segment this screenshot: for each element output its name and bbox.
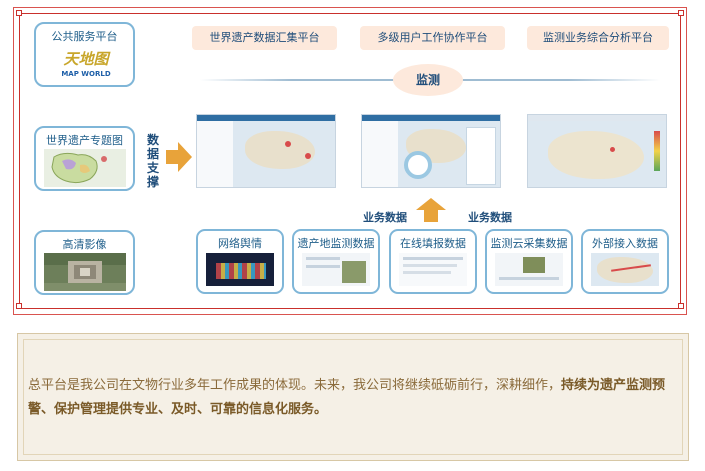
external-map-thumbnail — [591, 253, 659, 286]
analysis-screenshot — [527, 114, 667, 188]
outer-frame — [13, 7, 687, 315]
right-arrow-icon — [166, 142, 192, 172]
source-cloud-collection: 监测云采集数据 — [485, 229, 573, 294]
description-bold-text: 持续为遗产监测预警、保护管理提供专业、及时、可靠的信息化服务。 — [28, 378, 666, 417]
business-data-label-left: 业务数据 — [363, 211, 407, 224]
up-arrow-icon — [416, 198, 446, 222]
box-title: 世界遗产专题图 — [46, 134, 123, 147]
platform-heritage-data: 世界遗产数据汇集平台 — [192, 26, 337, 50]
tianditu-logo: 天地图 MAP WORLD — [56, 48, 116, 82]
description-normal-text: 总平台是我公司在文物行业多年工作成果的体现。未来，我公司将继续砥砺前行，深耕细作… — [28, 378, 562, 393]
box-title: 高清影像 — [62, 238, 107, 251]
heritage-thematic-map-box: 世界遗产专题图 — [34, 126, 135, 191]
thematic-map-thumbnail — [44, 149, 126, 187]
satellite-image-thumbnail — [44, 253, 126, 291]
online-form-thumbnail — [399, 253, 467, 286]
logo-cn-text: 天地图 — [63, 50, 109, 68]
collaboration-screenshot — [361, 114, 501, 188]
data-support-label: 数 据 支 撑 — [146, 133, 159, 189]
heritage-data-screenshot — [196, 114, 336, 188]
site-monitoring-thumbnail — [302, 253, 370, 286]
source-external-access: 外部接入数据 — [581, 229, 669, 294]
hd-imagery-box: 高清影像 — [34, 230, 135, 295]
frame-corner — [16, 303, 22, 309]
inner-frame — [19, 13, 681, 309]
business-data-label-right: 业务数据 — [468, 211, 512, 224]
source-site-monitoring: 遗产地监测数据 — [292, 229, 380, 294]
cloud-collection-thumbnail — [495, 253, 563, 286]
frame-corner — [678, 303, 684, 309]
platform-user-collaboration: 多级用户工作协作平台 — [360, 26, 505, 50]
box-title: 公共服务平台 — [51, 30, 118, 43]
frame-corner — [678, 10, 684, 16]
frame-corner — [16, 10, 22, 16]
logo-en-text: MAP WORLD — [61, 70, 111, 78]
source-online-reporting: 在线填报数据 — [389, 229, 477, 294]
description-panel — [17, 333, 689, 461]
sentiment-dashboard-thumbnail — [206, 253, 274, 286]
source-network-sentiment: 网络舆情 — [196, 229, 284, 294]
description-paragraph: 总平台是我公司在文物行业多年工作成果的体现。未来，我公司将继续砥砺前行，深耕细作… — [28, 374, 668, 422]
monitoring-ellipse: 监测 — [393, 64, 463, 96]
platform-analysis: 监测业务综合分析平台 — [527, 26, 669, 50]
public-service-platform-box: 公共服务平台 天地图 MAP WORLD — [34, 22, 135, 87]
